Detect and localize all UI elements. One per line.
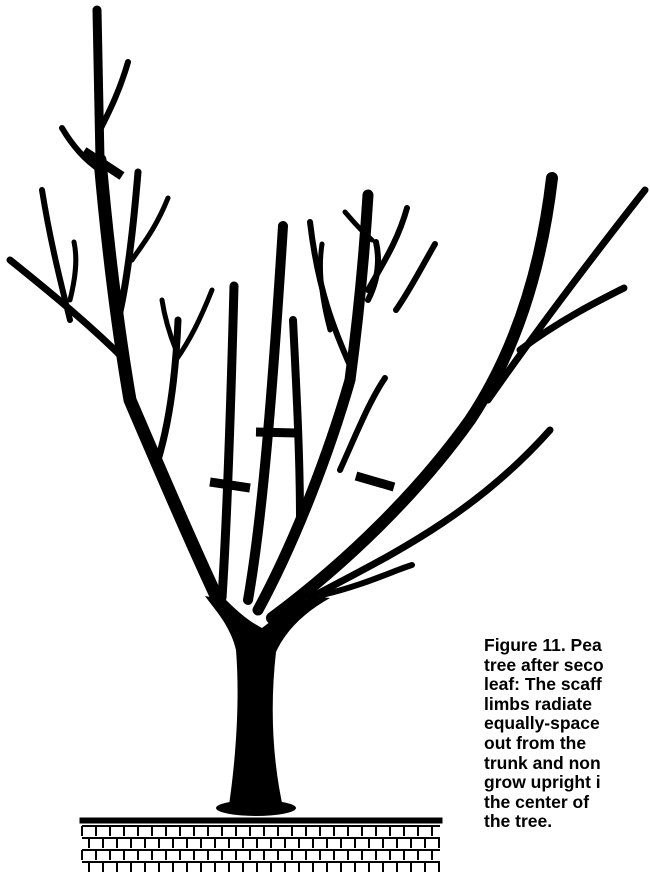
caption-line: out from the [484,734,650,754]
caption-line: the tree. [484,812,650,832]
tree-branches [10,10,645,618]
caption-line: leaf: The scaff [484,675,650,695]
caption-line: tree after seco [484,656,650,676]
trunk-base [216,800,296,816]
caption-line: the center of [484,793,650,813]
pruning-cut-marks [84,151,394,488]
caption-line: Figure 11. Pea [484,636,650,656]
ground-soil [80,818,442,872]
cut-mark-right [356,476,394,487]
caption-line: grow upright i [484,773,650,793]
cut-mark-center [256,432,296,433]
caption-line: trunk and non [484,754,650,774]
tree-trunk [205,596,330,812]
caption-line: limbs radiate [484,695,650,715]
caption-line: equally-space [484,714,650,734]
cut-mark-left [210,482,250,488]
figure-caption: Figure 11. Pea tree after seco leaf: The… [484,636,650,876]
